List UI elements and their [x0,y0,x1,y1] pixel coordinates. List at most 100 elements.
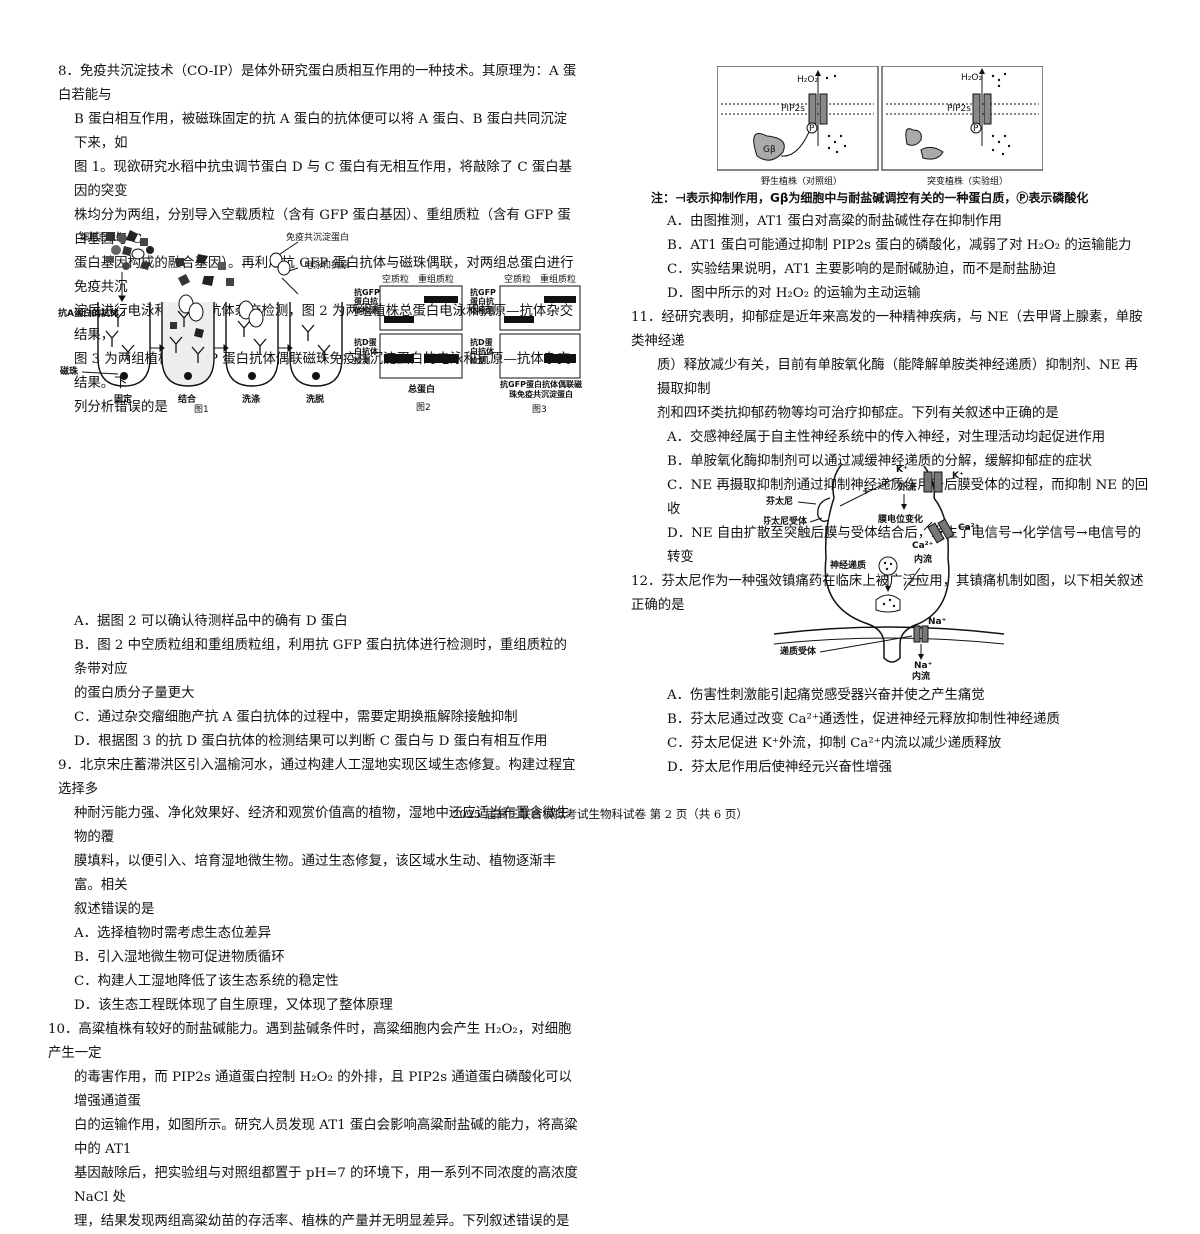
k-out-label: 外流 [897,481,916,493]
q8-line: 8．免疫共沉淀技术（CO-IP）是体外研究蛋白质相互作用的一种技术。其原理为：A… [58,64,577,103]
q10-option-d[interactable]: D．图中所示的对 H₂O₂ 的运输为主动运输 [667,286,921,301]
q11-option-b[interactable]: B．单胺氧化酶抑制剂可以通过减缓神经递质的分解，缓解抑郁症的症状 [667,454,1092,469]
q10-figure: H₂O₂ PIP2s P Gβ H₂O₂ PIP2s P 野生植株（对照组） 突… [717,66,1043,187]
na-label: Na⁺ [928,617,947,627]
question-9: 9．北京宋庄蓄滞洪区引入温榆河水，通过构建人工湿地实现区域生态修复。构建过程宜选… [58,754,580,1018]
q9-line: 种耐污能力强、净化效果好、经济和观赏价值高的植物，湿地中还应适当布置含微生物的覆 [74,806,570,845]
fig2-band [384,316,414,323]
q10-option-b[interactable]: B．AT1 蛋白可能通过抑制 PIP2s 蛋白的磷酸化，减弱了对 H₂O₂ 的运… [667,238,1132,253]
q12-options: A．伤害性刺激能引起痛觉感受器兴奋并使之产生痛觉 B．芬太尼通过改变 Ca²⁺通… [651,684,1151,780]
q8-option-b[interactable]: B．图 2 中空质粒组和重组质粒组，利用抗 GFP 蛋白抗体进行检测时，重组质粒… [74,638,567,677]
q10-line: 理，结果发现两组高粱幼苗的存活率、植株的产量并无明显差异。下列叙述错误的是 [74,1214,570,1229]
na-label: Na⁺ [914,661,933,671]
magnetic-bead-icon [120,372,128,380]
fig3-band [544,296,576,303]
magnetic-bead-icon [312,372,320,380]
ca-in-label: 内流 [914,553,932,565]
q12-option-d[interactable]: D．芬太尼作用后使神经元兴奋性增强 [667,760,892,775]
q11-option-a[interactable]: A．交感神经属于自主性神经系统中的传入神经，对生理活动均起促进作用 [667,430,1106,445]
fig2-col2: 重组质粒 [418,273,454,285]
fig3-row1: 抗GFP蛋白抗体检测 [470,288,496,315]
fig1-label-coip: 免疫共沉淀蛋白 [286,231,348,243]
q8-line: 列分析错误的是 [74,400,168,415]
right-column: 注：⊣表示抑制作用，Gβ为细胞中与耐盐碱调控有关的一种蛋白质，Ⓟ表示磷酸化 A．… [631,186,1151,618]
fig1-caption: 图1 [194,404,209,414]
q9-option-d[interactable]: D．该生态工程既体现了自生原理，又体现了整体原理 [74,998,393,1013]
eluted-protein-icon [176,254,234,286]
fig2-band [384,354,414,363]
bound-proteins [170,294,264,338]
plus-sign: + [862,487,870,497]
fig2-bottom: 总蛋白 [408,383,435,395]
protein-mixture-icon [106,230,154,270]
h2o2-label: H₂O₂ [797,75,818,85]
pip2s-label: PIP2s [947,104,971,114]
q10-line: 白的运输作用，如图所示。研究人员发现 AT1 蛋白会影响高粱耐盐碱的能力，将高粱… [74,1118,578,1157]
fig3-col1: 空质粒 [504,273,531,285]
q8-line: B 蛋白相互作用，被磁珠固定的抗 A 蛋白的抗体便可以将 A 蛋白、B 蛋白共同… [74,112,568,151]
q10-line: 的毒害作用，而 PIP2s 通道蛋白控制 H₂O₂ 的外排，且 PIP2s 通道… [74,1070,572,1109]
q9-option-a[interactable]: A．选择植物时需考虑生态位差异 [74,926,272,941]
fig1-label-bead: 磁珠 [60,365,79,377]
q10-line: 基因敲除后，把实验组与对照组都置于 pH=7 的环境下，用一系列不同浓度的高浓度… [74,1166,578,1205]
q9-option-b[interactable]: B．引入湿地微生物可促进物质循环 [74,950,285,965]
fig3-bottom: 抗GFP蛋白抗体偶联磁珠免疫共沉淀蛋白 [500,380,582,399]
tube-3 [225,302,279,387]
q8-option-a[interactable]: A．据图 2 可以确认待测样品中的确有 D 蛋白 [74,614,348,629]
p-label: P [973,124,979,134]
q8-option-b-cont: 的蛋白质分子量更大 [74,686,195,701]
pip2s-label: PIP2s [781,104,805,114]
q12-figure: 芬太尼 芬太尼受体 K⁺ K⁺ 外流 膜电位变化 + Ca²⁺ Ca²⁺ 内流 … [764,463,1005,680]
q8-line: 图 1。现欲研究水稻中抗虫调节蛋白 D 与 C 蛋白有无相互作用，将敲除了 C … [74,160,573,199]
figure-2: 空质粒 重组质粒 抗GFP蛋白抗体检测 抗D蛋白抗体检测 总蛋白 图2 [354,273,463,413]
gb-label: Gβ [763,145,776,155]
magnetic-bead-icon [184,372,192,380]
figure-1: 细胞总蛋白 免疫共沉淀蛋白 电泳和抗原-抗体杂交检测 [58,230,348,414]
q9-line: 叙述错误的是 [74,902,155,917]
plus-sign: + [914,575,922,585]
fentanyl-label: 芬太尼 [765,495,793,507]
fig2-col1: 空质粒 [382,273,409,285]
q10-note: 注：⊣表示抑制作用，Gβ为细胞中与耐盐碱调控有关的一种蛋白质，Ⓟ表示磷酸化 [651,191,1089,205]
q12-option-c[interactable]: C．芬太尼促进 K⁺外流，抑制 Ca²⁺内流以减少递质释放 [667,736,1002,751]
fig2-row1: 抗GFP蛋白抗体检测 [354,288,380,315]
tube-1 [97,302,151,387]
fig3-row2: 抗D蛋白抗体检测 [470,338,494,365]
fig3-band [544,354,576,363]
fig1-step: 洗涤 [242,393,260,405]
q10-fig-right-caption: 突变植株（实验组） [927,175,1008,187]
q10-option-a[interactable]: A．由图推测，AT1 蛋白对高粱的耐盐碱性存在抑制作用 [667,214,1002,229]
q8-figure-space [58,420,580,610]
q10-fig-left-caption: 野生植株（对照组） [761,175,842,187]
membrane-change-label: 膜电位变化 [877,513,923,525]
fig1-label-elec: 电泳和抗原-抗体杂交检测 [304,259,348,271]
ca-label: Ca²⁺ [912,541,934,551]
q9-option-c[interactable]: C．构建人工湿地降低了该生态系统的稳定性 [74,974,339,989]
page-footer: 2025 届高三联合模拟考试生物科试卷 第 2 页（共 6 页） [452,807,748,821]
fig3-band [504,316,534,323]
question-10: 10．高粱植株有较好的耐盐碱能力。遇到盐碱条件时，高粱细胞内会产生 H₂O₂，对… [48,1018,580,1234]
q10-option-c[interactable]: C．实验结果说明，AT1 主要影响的是耐碱胁迫，而不是耐盐胁迫 [667,262,1057,277]
fig1-step: 结合 [178,393,197,405]
q11-line: 11．经研究表明，抑郁症是近年来高发的一种精神疾病，与 NE（去甲肾上腺素，单胺… [631,310,1143,349]
q12-option-a[interactable]: A．伤害性刺激能引起痛觉感受器兴奋并使之产生痛觉 [667,688,985,703]
nt-receptor-label: 递质受体 [780,645,817,657]
q11-line: 质）释放减少有关，目前有单胺氧化酶（能降解单胺类神经递质）抑制剂、NE 再摄取抑… [657,358,1139,397]
q8-option-c[interactable]: C．通过杂交瘤细胞产抗 A 蛋白抗体的过程中，需要定期换瓶解除接触抑制 [74,710,518,725]
fig2-row2: 抗D蛋白抗体检测 [354,338,378,365]
fig2-caption: 图2 [416,402,431,413]
q12-stem: 12．芬太尼作为一种强效镇痛药在临床上被广泛应用，其镇痛机制如图，以下相关叙述正… [631,574,1144,613]
fig1-label-antibody: 抗A蛋白的抗体 [58,307,120,319]
q12-option-b[interactable]: B．芬太尼通过改变 Ca²⁺通透性，促进神经元释放抑制性神经递质 [667,712,1060,727]
fig1-step: 洗脱 [306,393,324,405]
fig3-col2: 重组质粒 [540,273,576,285]
q11-option-c[interactable]: C．NE 再摄取抑制剂通过抑制神经递质作用于后膜受体的过程，而抑制 NE 的回收 [667,478,1149,517]
antibody-icons [105,310,331,363]
step-arrows [118,272,299,352]
tube-4 [289,302,343,387]
fig1-step: 固定 [114,393,133,405]
fentanyl-receptor-label: 芬太尼受体 [764,515,808,527]
q11-option-d[interactable]: D．NE 自由扩散至突触后膜与受体结合后，发生了电信号→化学信号→电信号的转变 [667,526,1142,565]
q8-option-d[interactable]: D．根据图 3 的抗 D 蛋白抗体的检测结果可以判断 C 蛋白与 D 蛋白有相互… [74,734,548,749]
q9-line: 9．北京宋庄蓄滞洪区引入温榆河水，通过构建人工湿地实现区域生态修复。构建过程宜选… [58,758,576,797]
